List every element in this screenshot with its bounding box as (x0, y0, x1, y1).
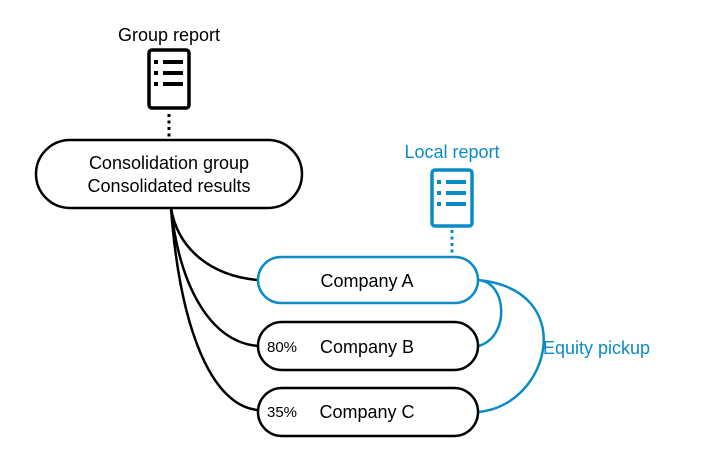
local-report-document-icon (430, 168, 474, 228)
connector-to-company-b (169, 207, 259, 348)
company-b-percent: 80% (267, 339, 297, 356)
company-a-name: Company A (320, 271, 413, 291)
company-b-name: Company B (320, 337, 414, 357)
connector-to-company-a (169, 207, 259, 282)
company-b-box: 80% Company B (256, 320, 480, 372)
equity-pickup-arc-c (477, 278, 545, 414)
equity-pickup-arc-b (477, 278, 503, 348)
equity-pickup-label: Equity pickup (543, 338, 650, 358)
local-report-label: Local report (404, 142, 499, 162)
group-report-label: Group report (118, 25, 220, 45)
consolidation-group-label: Consolidation group (89, 153, 249, 173)
company-c-name: Company C (319, 402, 414, 422)
group-report-document-icon (147, 48, 191, 110)
company-a-box: Company A (256, 255, 480, 305)
company-c-box: 35% Company C (256, 386, 480, 438)
connector-to-company-c (169, 207, 259, 412)
company-c-percent: 35% (267, 404, 297, 421)
consolidated-results-label: Consolidated results (87, 176, 250, 196)
consolidation-group-box: Consolidation group Consolidated results (34, 138, 304, 210)
